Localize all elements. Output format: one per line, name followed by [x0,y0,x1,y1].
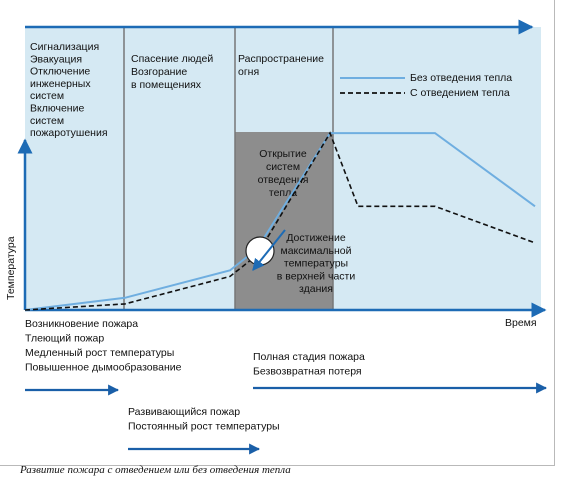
annotation-max-temp-line-1: Достижение [286,232,346,244]
annotation-venting-line-2: систем [266,161,300,173]
y-axis-label: Температура [5,236,17,300]
stage-label-3-line-2: Безвозвратная потеря [253,366,362,378]
legend-label-vent: С отведением тепла [410,87,510,99]
stage-label-2-line-1: Развивающийся пожар [128,406,240,418]
phase-label-2-line-1: Спасение людей [131,53,213,65]
phase-label-2-line-3: в помещениях [131,79,202,91]
phase-label-1-line-3: Отключение [30,66,90,78]
annotation-venting-line-3: отведения [258,174,309,186]
annotation-max-temp-line-5: здания [299,283,333,295]
venting-band [235,132,333,310]
phase-label-1-line-6: Включение [30,103,84,115]
series-line-vent [24,131,536,311]
legend-label-no-vent: Без отведения тепла [410,72,512,84]
phase-label-1-line-1: Сигнализация [30,41,99,53]
annotation-venting-line-1: Открытие [259,148,307,160]
stage-label-1-line-2: Тлеющий пожар [25,333,104,345]
phase-label-1-line-5: систем [30,90,64,102]
phase-label-3-line-1: Распространение [238,53,324,65]
legend: Без отведения тепла С отведением тепла [340,72,512,99]
phase-label-1-line-4: инженерных [30,78,91,90]
phase-label-1-line-8: пожаротушения [30,127,108,139]
phase-label-1-line-7: систем [30,115,64,127]
stage-label-1-line-4: Повышенное дымообразование [25,362,182,374]
x-axis-label: Время [505,317,537,329]
annotation-pointer-arrow [252,229,286,271]
phase-label-2-line-2: Возгорание [131,66,187,78]
stage-label-3-line-1: Полная стадия пожара [253,351,365,363]
figure-caption: Развитие пожара с отведением или без отв… [20,464,291,476]
figure-frame [0,0,555,466]
annotation-max-temp-line-4: в верхней части [277,270,356,282]
stage-label-1-line-3: Медленный рост температуры [25,347,174,359]
phase-label-1-line-2: Эвакуация [30,53,82,65]
stage-label-1-line-1: Возникновение пожара [25,318,138,330]
stage-label-2-line-2: Постоянный рост температуры [128,421,280,433]
annotation-max-temp-line-2: максимальной [280,245,351,257]
annotation-max-temp-line-3: температуры [284,258,348,270]
phase-label-3-line-2: огня [238,66,259,78]
